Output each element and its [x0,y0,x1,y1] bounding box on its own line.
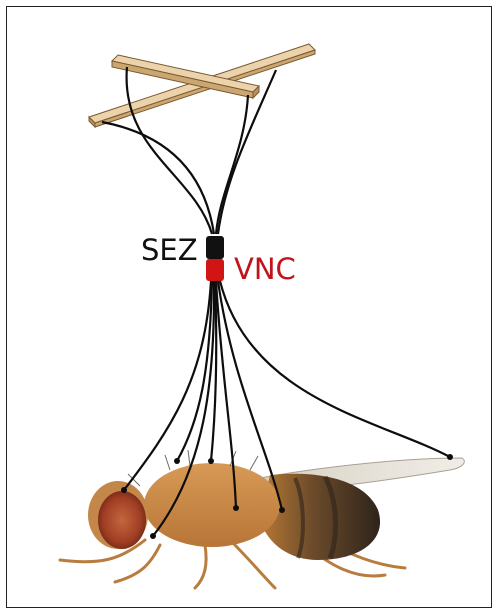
fly-eye [98,491,146,549]
connector-sez-segment [206,236,224,259]
vnc-label: VNC [234,252,296,286]
string-lower-1 [124,281,211,490]
fly-abdomen [260,474,380,560]
connector [206,236,224,281]
wooden-crossbar-icon [89,44,315,127]
string-lower-7 [220,281,450,457]
fruit-fly-icon [60,448,464,588]
fly-thorax [144,463,280,547]
sez-label: SEZ [141,233,198,267]
connector-vnc-segment [206,259,224,281]
string-upper-2 [102,122,214,234]
